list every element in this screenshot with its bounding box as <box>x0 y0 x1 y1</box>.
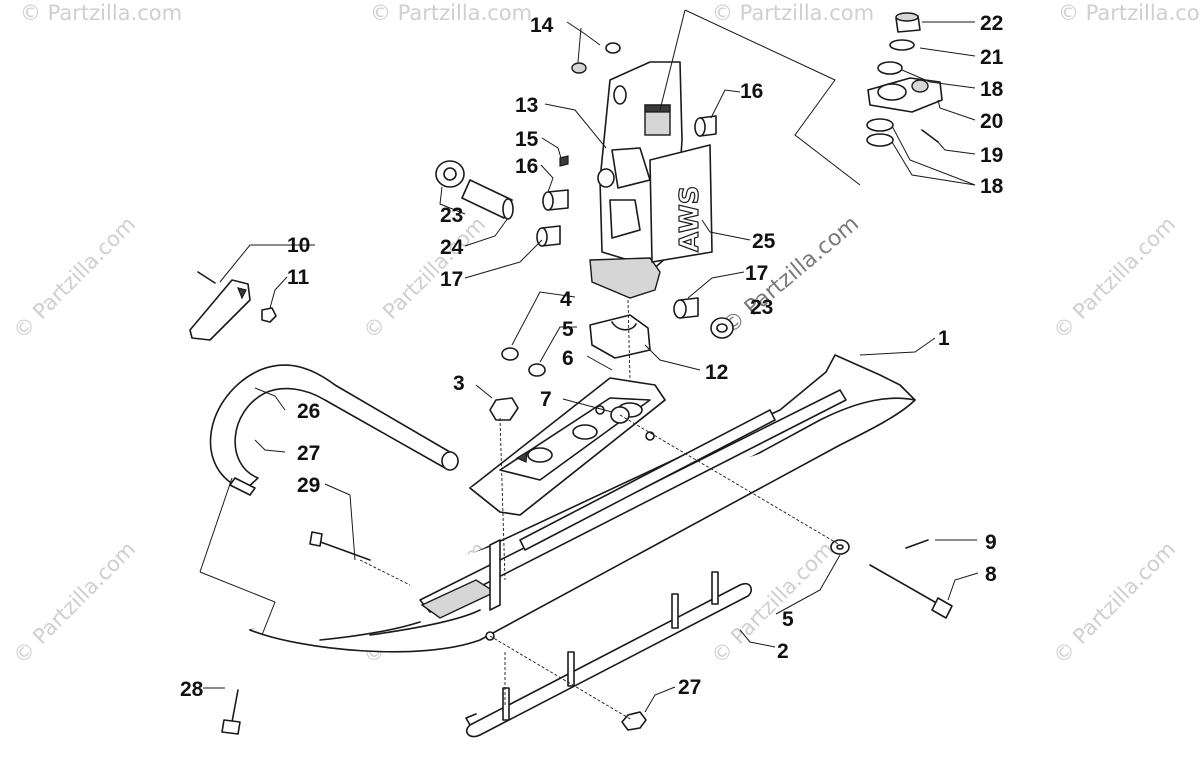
watermark: © Partzilla.com <box>9 537 141 669</box>
callout-23-right: 23 <box>750 296 773 319</box>
watermark: © Partzilla.com <box>1049 537 1181 669</box>
callout-19: 19 <box>980 144 1003 167</box>
callout-26: 26 <box>297 400 320 423</box>
callout-4: 4 <box>560 288 572 311</box>
callout-14: 14 <box>530 14 554 37</box>
callout-22: 22 <box>980 12 1003 35</box>
decal-part-25: AWS <box>649 144 713 263</box>
watermark: © Partzilla.com <box>9 212 141 344</box>
callout-21: 21 <box>980 46 1004 69</box>
watermark: © Partzilla.com <box>1058 1 1200 25</box>
nut-part-11 <box>261 307 277 323</box>
washer-part-18-upper <box>877 61 903 75</box>
bracket-part-10 <box>189 271 251 341</box>
bushing-part-16-lower <box>542 189 569 211</box>
bolt-part-19 <box>921 129 939 143</box>
callout-29: 29 <box>297 474 320 497</box>
nut-part-4 <box>501 347 519 361</box>
o-ring-part-21 <box>889 39 915 51</box>
callout-11: 11 <box>287 266 310 289</box>
bolt-part-29 <box>309 531 371 561</box>
callout-28: 28 <box>180 678 204 701</box>
washer-part-5-upper <box>528 363 546 377</box>
callout-5-lower: 5 <box>782 608 794 631</box>
watermark: © Partzilla.com <box>370 1 532 25</box>
washer-part-18-lower <box>866 118 894 147</box>
callout-16-lower: 16 <box>515 155 538 178</box>
callout-27-upper: 27 <box>297 442 320 465</box>
callout-13: 13 <box>515 94 538 117</box>
callout-10: 10 <box>287 234 310 257</box>
plug-part-22 <box>895 12 921 33</box>
callout-7: 7 <box>540 388 552 411</box>
callout-8: 8 <box>985 563 997 586</box>
nut-part-3 <box>489 397 519 421</box>
callout-27-lower: 27 <box>678 676 701 699</box>
ski-loop-part-26 <box>209 364 459 496</box>
bushing-part-23-right <box>710 317 734 339</box>
callout-17-left: 17 <box>440 268 463 291</box>
callout-9: 9 <box>985 531 997 554</box>
bushing-part-17-left <box>536 225 561 247</box>
leader-lines <box>199 9 979 721</box>
watermark: © Partzilla.com <box>20 1 182 25</box>
callout-17-right: 17 <box>745 262 768 285</box>
callout-20: 20 <box>980 110 1003 133</box>
callout-1: 1 <box>938 327 950 350</box>
bushing-part-16-upper <box>694 115 717 137</box>
bolt-part-28 <box>221 689 241 735</box>
sleeve-part-24 <box>461 179 514 220</box>
set-screw-part-15 <box>559 155 569 167</box>
watermark: © Partzilla.com <box>1049 212 1181 344</box>
callout-2: 2 <box>777 640 789 663</box>
washer-part-14 <box>571 42 621 74</box>
callout-6: 6 <box>562 347 574 370</box>
nut-part-27-lower <box>621 711 647 731</box>
washer-part-5-lower <box>830 539 850 555</box>
watermark: © Partzilla.com <box>359 212 491 344</box>
watermark: © Partzilla.com <box>712 1 874 25</box>
callout-24: 24 <box>440 236 464 259</box>
callout-labels: 1 2 3 4 5 5 6 7 8 9 10 11 12 13 14 15 16… <box>180 12 1004 701</box>
callout-18-upper: 18 <box>980 78 1004 101</box>
brand-decal: AWS <box>675 186 705 252</box>
cotter-pin-part-9 <box>905 539 929 549</box>
callout-18-lower: 18 <box>980 175 1004 198</box>
ski-part-1 <box>249 354 916 653</box>
bushing-part-17-right <box>673 297 699 319</box>
bushing-part-23-left <box>435 160 465 188</box>
callout-16-upper: 16 <box>740 80 763 103</box>
callout-23-left: 23 <box>440 204 463 227</box>
damper-part-12 <box>589 314 651 359</box>
clamp-part-20 <box>867 77 943 113</box>
callout-12: 12 <box>705 361 728 384</box>
callout-3: 3 <box>453 372 465 395</box>
wear-bar-part-2 <box>465 571 752 738</box>
bolt-part-8 <box>869 564 953 619</box>
callout-25: 25 <box>752 230 776 253</box>
watermark: © Partzilla.com <box>718 211 864 339</box>
callout-5-upper: 5 <box>562 318 574 341</box>
callout-15: 15 <box>515 128 539 151</box>
